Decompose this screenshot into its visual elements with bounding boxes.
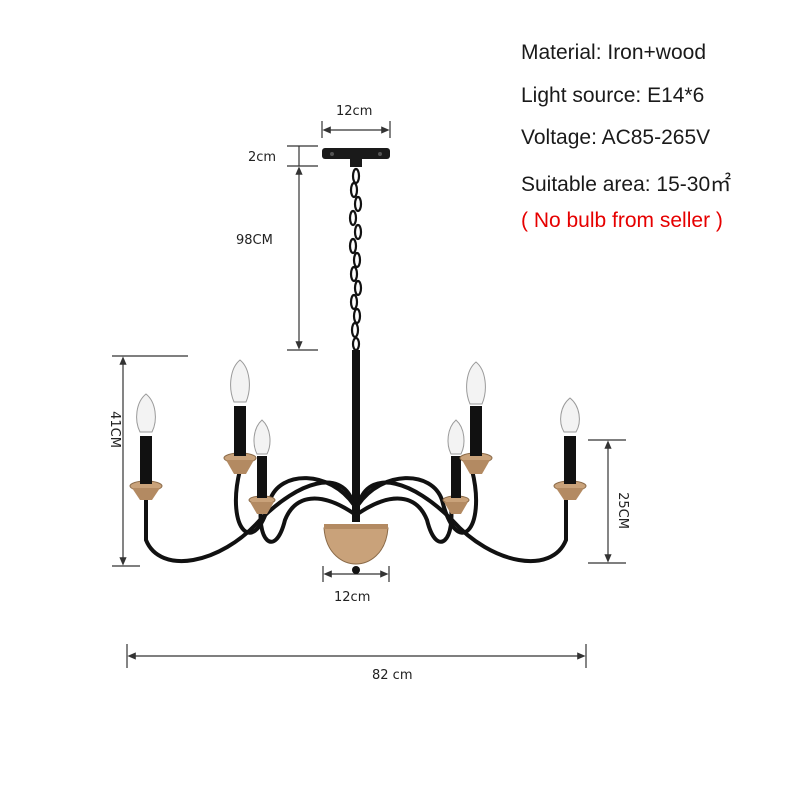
candle-outer-right bbox=[553, 397, 587, 500]
dim-canopy-height: 2cm bbox=[248, 150, 277, 165]
candle-left-short bbox=[248, 419, 276, 514]
spec-material: Material: Iron+wood bbox=[521, 41, 707, 64]
dim-base-width: 12cm bbox=[334, 590, 371, 605]
wood-bowl bbox=[323, 524, 389, 574]
chain bbox=[348, 167, 363, 352]
spec-light-source: Light source: E14*6 bbox=[521, 84, 705, 107]
dim-chain-length: 98CM bbox=[236, 233, 273, 248]
candle-outer-left bbox=[129, 393, 163, 500]
dim-body-height: 41CM bbox=[106, 411, 122, 448]
spec-no-bulb-note: ( No bulb from seller ) bbox=[521, 209, 723, 232]
candle-right-short bbox=[442, 419, 470, 514]
candle-right-tall bbox=[459, 361, 493, 474]
dim-total-width: 82 cm bbox=[372, 668, 413, 683]
center-rod bbox=[352, 350, 360, 522]
dim-arm-height: 25CM bbox=[614, 492, 630, 529]
candle-left-tall bbox=[223, 359, 257, 474]
dim-canopy-width: 12cm bbox=[336, 104, 373, 119]
spec-voltage: Voltage: AC85-265V bbox=[521, 126, 711, 149]
spec-suitable-area: Suitable area: 15-30㎡ bbox=[521, 173, 732, 196]
dimension-lines bbox=[112, 121, 626, 668]
canopy bbox=[322, 148, 390, 167]
